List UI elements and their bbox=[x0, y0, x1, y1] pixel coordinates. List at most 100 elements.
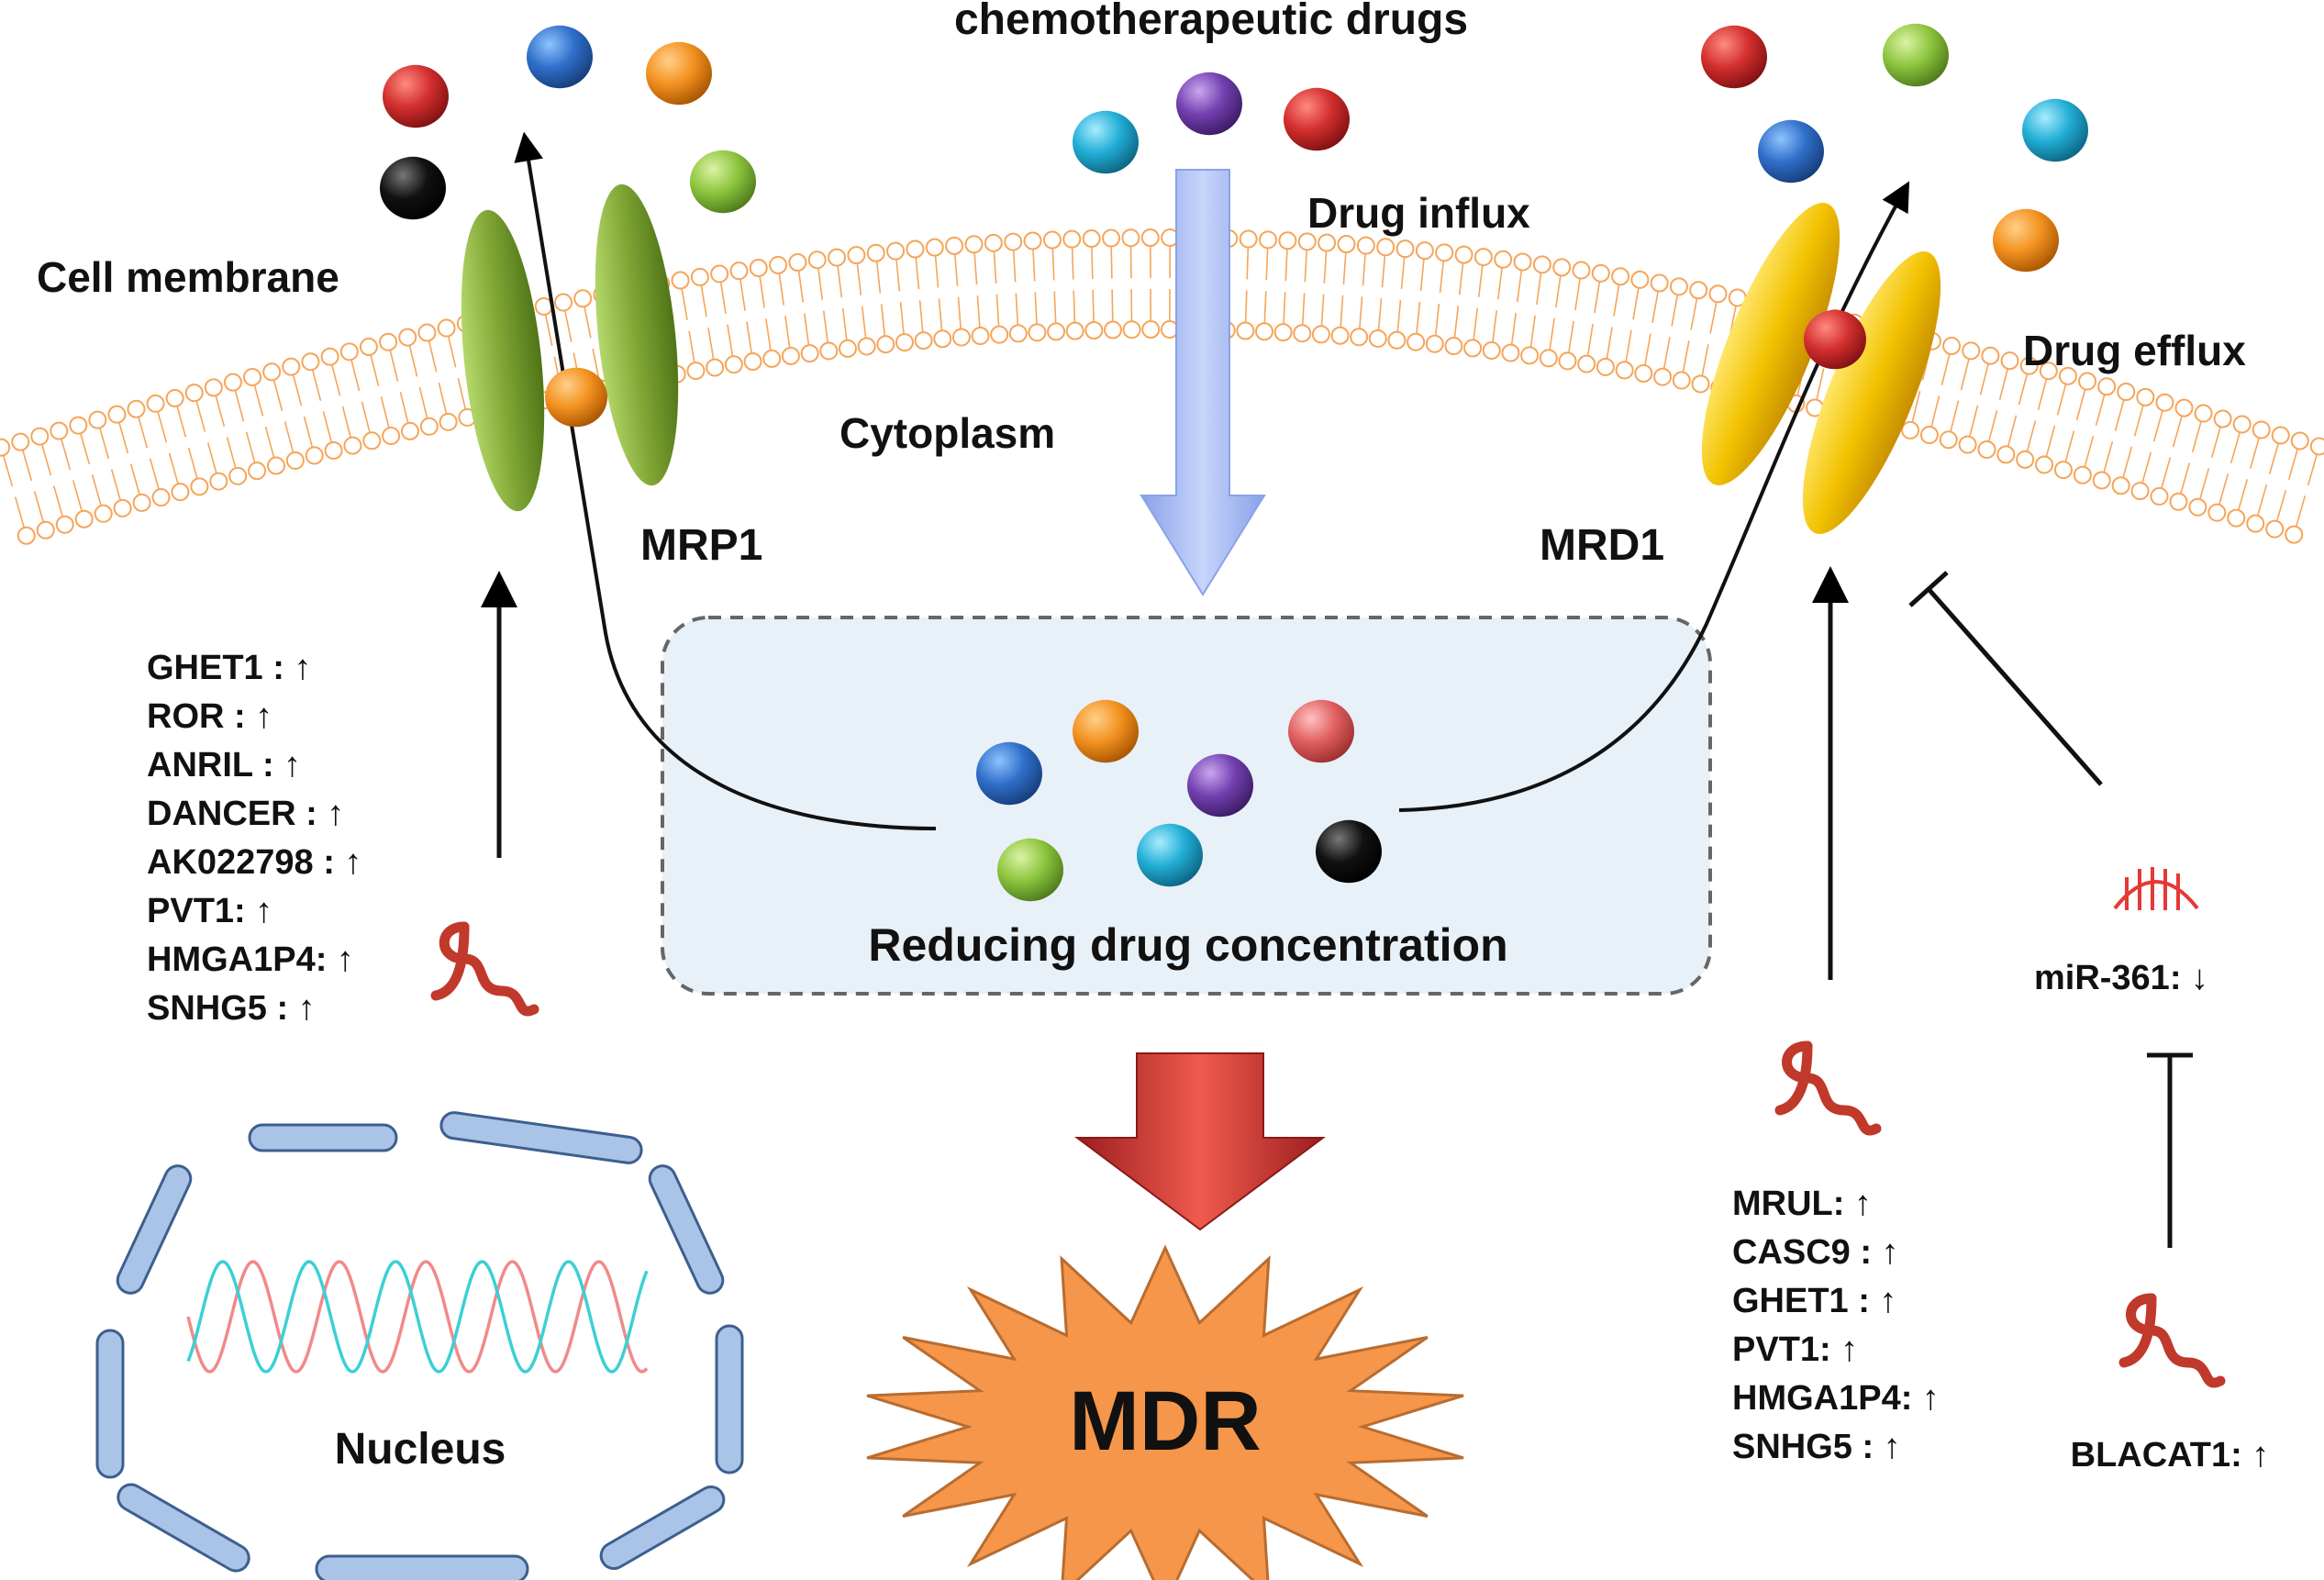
lipid-tail bbox=[40, 444, 52, 476]
lipid-tail bbox=[2229, 431, 2241, 464]
lipid-tail bbox=[2026, 420, 2037, 452]
lipid-head bbox=[729, 261, 749, 281]
lipid-tail bbox=[837, 265, 843, 298]
nucleus-envelope-segment bbox=[715, 1324, 744, 1474]
lipid-tail bbox=[934, 255, 940, 288]
lipid-head bbox=[1103, 320, 1122, 339]
lipid-tail bbox=[784, 316, 791, 349]
nucleus-envelope-segment bbox=[648, 1164, 725, 1295]
lipid-head bbox=[362, 431, 382, 451]
lipid-head bbox=[2130, 482, 2150, 501]
lipid-head bbox=[690, 267, 709, 286]
lipid-tail bbox=[739, 278, 746, 311]
lipid-tail bbox=[14, 496, 26, 529]
lipid-tail bbox=[1453, 306, 1460, 339]
drug-molecule bbox=[1176, 72, 1242, 136]
nucleus-envelope-segment bbox=[95, 1329, 125, 1479]
lipid-tail bbox=[1284, 249, 1288, 282]
lipid-tail bbox=[1419, 259, 1425, 292]
lipid-tail bbox=[995, 294, 1000, 327]
lipid-tail bbox=[21, 450, 33, 482]
lipid-head bbox=[1042, 230, 1062, 250]
lipid-head bbox=[439, 412, 458, 431]
drug-molecule bbox=[1187, 753, 1253, 818]
lipid-tail bbox=[1110, 246, 1113, 279]
lipid-tail bbox=[1340, 295, 1344, 328]
lipid-tail bbox=[875, 261, 882, 294]
lipid-head bbox=[886, 241, 906, 261]
lipid-head bbox=[1084, 320, 1104, 339]
nucleus-envelope-segment bbox=[248, 1123, 398, 1152]
mrp1-regulator-list: GHET1 : ↑ROR : ↑ANRIL : ↑DANCER : ↑AK022… bbox=[147, 644, 361, 1033]
lipid-head bbox=[710, 264, 729, 284]
mrp1-regulator-item: SNHG5 : ↑ bbox=[147, 989, 316, 1028]
lipid-tail bbox=[2075, 389, 2086, 421]
lipid-tail bbox=[1568, 320, 1574, 353]
lipid-tail bbox=[2161, 457, 2172, 489]
lipid-head bbox=[2019, 356, 2039, 375]
lipid-tail bbox=[1632, 287, 1640, 320]
lipid-tail bbox=[226, 437, 237, 469]
drug-molecule bbox=[1883, 23, 1949, 87]
lipid-head bbox=[419, 417, 439, 436]
lipid-tail bbox=[1690, 297, 1698, 330]
lipid-tail bbox=[1911, 390, 1921, 423]
lipid-head bbox=[1513, 252, 1532, 272]
lipid-head bbox=[1653, 367, 1673, 386]
lipid-tail bbox=[99, 428, 110, 460]
lipid-head bbox=[1236, 321, 1255, 340]
lipid-head bbox=[1596, 357, 1615, 376]
lipid-tail bbox=[176, 406, 187, 438]
mrd1-regulator-item: PVT1: ↑ bbox=[1732, 1330, 1859, 1369]
lipid-tail bbox=[1359, 296, 1363, 329]
lipid-tail bbox=[1555, 275, 1562, 308]
lipid-tail bbox=[2256, 484, 2268, 517]
lipid-head bbox=[1297, 232, 1317, 251]
lipid-tail bbox=[1091, 247, 1094, 280]
lipid-head bbox=[1062, 229, 1082, 249]
lipid-head bbox=[1901, 420, 1920, 440]
lipid-head bbox=[2271, 426, 2290, 445]
lipid-tail bbox=[544, 314, 553, 347]
dna-strand bbox=[186, 1260, 649, 1374]
lipid-head bbox=[1532, 255, 1551, 274]
drug-molecule bbox=[1073, 110, 1139, 174]
lipid-tail bbox=[245, 431, 256, 463]
lipid-tail bbox=[895, 259, 901, 292]
lipid-tail bbox=[2295, 495, 2307, 528]
lipid-head bbox=[1387, 330, 1407, 350]
lipid-head bbox=[305, 446, 324, 465]
lipid-tail bbox=[1496, 267, 1503, 300]
mrp1-regulator-item: ANRIL : ↑ bbox=[147, 746, 302, 784]
lipid-tail bbox=[2018, 373, 2029, 406]
lipid-head bbox=[1689, 281, 1708, 300]
lipid-tail bbox=[361, 401, 371, 433]
lipid-head bbox=[933, 329, 952, 349]
lipid-head bbox=[1425, 334, 1444, 353]
lipid-head bbox=[36, 520, 55, 540]
lipid-tail bbox=[1377, 298, 1383, 331]
lipid-tail bbox=[1051, 248, 1055, 281]
lipid-tail bbox=[322, 411, 333, 443]
lipid-tail bbox=[1940, 353, 1951, 385]
lipid-head bbox=[339, 342, 359, 362]
drug-molecule bbox=[997, 838, 1063, 902]
lipid-tail bbox=[1111, 289, 1114, 322]
lipid-tail bbox=[973, 252, 978, 285]
lipid-tail bbox=[91, 474, 102, 506]
lipid-tail bbox=[778, 273, 784, 306]
lipid-head bbox=[343, 436, 362, 455]
lipid-head bbox=[838, 339, 857, 358]
lipid-head bbox=[266, 456, 285, 475]
lipid-tail bbox=[592, 349, 600, 381]
lipid-head bbox=[2227, 508, 2246, 528]
lipid-head bbox=[0, 438, 11, 457]
lipid-head bbox=[1473, 248, 1493, 267]
lipid-head bbox=[2092, 471, 2111, 490]
lipid-head bbox=[1273, 323, 1293, 342]
lipid-head bbox=[127, 399, 146, 418]
lipid-tail bbox=[918, 300, 924, 333]
lipid-head bbox=[1981, 346, 2000, 365]
lipid-tail bbox=[110, 469, 121, 501]
lipid-tail bbox=[1015, 293, 1019, 326]
